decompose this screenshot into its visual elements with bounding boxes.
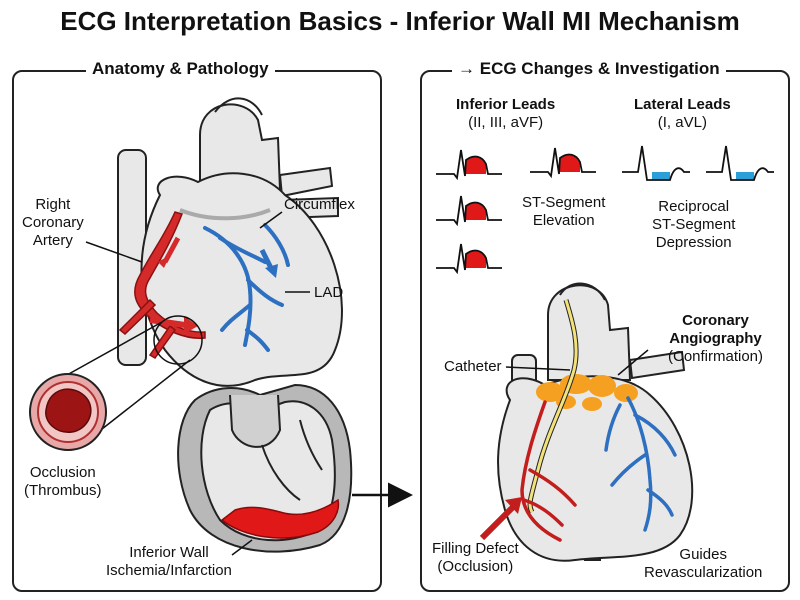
st-elevation-label-line1: ST-Segment — [522, 194, 606, 211]
ecg-trace-lead-iii-st-fill — [560, 154, 580, 172]
angiography-heart — [497, 282, 694, 562]
lateral-leads-heading: Lateral Leads (I, aVL) — [634, 96, 731, 132]
st-elevation-traces — [436, 147, 596, 275]
ecg-trace-lead-avl — [706, 145, 774, 181]
angio-rca — [520, 400, 577, 542]
ecg-trace-lead-i-st-fill — [652, 172, 670, 180]
st-elevation-label-line2: Elevation — [532, 212, 595, 229]
heart-cross-section — [177, 383, 353, 553]
revascularization-label-line1: Guides — [679, 546, 727, 563]
lateral-leads-subtitle: (I, aVL) — [657, 114, 707, 131]
occlusion-label-line1: Occlusion — [29, 464, 96, 481]
angiography-label-line3: (Confirmation) — [668, 348, 764, 365]
anatomy-panel-title: Anatomy & Pathology — [86, 59, 275, 79]
angiography-label: Coronary Angiography (Confirmation) — [668, 312, 763, 366]
ecg-trace-lead-ii — [436, 149, 502, 181]
inferior-leads-subtitle: (II, III, aVF) — [468, 114, 544, 131]
angiography-label-line2: Angiography — [669, 330, 762, 347]
angio-heart-body — [497, 375, 694, 562]
angio-left-coronary — [604, 396, 677, 532]
zoom-circle — [153, 315, 203, 365]
occlusion-cross-section — [29, 373, 107, 451]
filling-defect-label-line1: Filling Defect — [432, 540, 519, 557]
page-title: ECG Interpretation Basics - Inferior Wal… — [60, 6, 740, 36]
occlusion-label-line2: (Thrombus) — [24, 482, 102, 499]
st-depression-traces — [622, 145, 774, 181]
ecg-panel-title-text: ECG Changes & Investigation — [479, 59, 720, 78]
ecg-trace-lead-avf — [436, 195, 502, 227]
inferior-wall-label-line1: Inferior Wall — [129, 544, 209, 561]
catheter-line — [528, 299, 578, 513]
ecg-trace-extra — [436, 243, 502, 275]
ecg-trace-extra-st-fill — [466, 250, 486, 268]
inferior-leads-title: Inferior Leads — [456, 96, 556, 113]
left-coronary-arteries — [203, 223, 290, 352]
ecg-trace-lead-i — [622, 145, 690, 181]
reciprocal-label-line1: Reciprocal — [658, 198, 730, 215]
arrow-right-icon: → — [458, 59, 475, 78]
catheter-label: Catheter — [444, 358, 502, 375]
pulmonary-vessel-upper — [278, 166, 334, 198]
rca-label-line2: Coronary — [22, 214, 84, 231]
reciprocal-label-line3: Depression — [655, 234, 732, 251]
filling-defect-arrow — [479, 502, 518, 541]
revascularization-label-line2: Revascularization — [644, 564, 763, 581]
ecg-panel-title: → ECG Changes & Investigation — [452, 59, 726, 79]
ecg-trace-lead-avf-st-fill — [466, 202, 486, 220]
inferior-wall-label: Inferior Wall Ischemia/Infarction — [106, 544, 232, 580]
rca-label-line1: Right — [35, 196, 71, 213]
st-elevation-label: ST-Segment Elevation — [522, 194, 605, 230]
ecg-trace-lead-iii — [530, 147, 596, 179]
circumflex-label: Circumflex — [284, 196, 355, 213]
occlusion-label: Occlusion (Thrombus) — [24, 464, 102, 500]
revascularization-label: Guides Revascularization — [644, 546, 762, 582]
flow-arrow-right — [149, 317, 186, 328]
rca-label: Right Coronary Artery — [22, 196, 84, 250]
reciprocal-label: Reciprocal ST-Segment Depression — [652, 198, 735, 252]
ecg-trace-lead-ii-st-fill — [466, 156, 486, 174]
inferior-wall-label-line2: Ischemia/Infarction — [106, 562, 232, 579]
ecg-trace-lead-avl-st-fill — [736, 172, 754, 180]
angiography-label-line1: Coronary — [682, 312, 749, 329]
inferior-leads-heading: Inferior Leads (II, III, aVF) — [456, 96, 555, 132]
rca-label-line3: Artery — [32, 232, 73, 249]
filling-defect-label-line2: (Occlusion) — [437, 558, 514, 575]
angio-aorta — [547, 284, 632, 381]
aortic-arch — [199, 103, 282, 191]
lad-label: LAD — [314, 284, 344, 301]
infarct-region — [220, 498, 340, 539]
filling-defect-label: Filling Defect (Occlusion) — [432, 540, 519, 576]
anatomy-panel: Anatomy & Pathology — [12, 59, 382, 592]
reciprocal-label-line2: ST-Segment — [652, 216, 736, 233]
ecg-panel: → ECG Changes & Investigation — [420, 59, 790, 592]
lateral-leads-title: Lateral Leads — [634, 96, 731, 113]
contrast-dye — [536, 374, 638, 411]
